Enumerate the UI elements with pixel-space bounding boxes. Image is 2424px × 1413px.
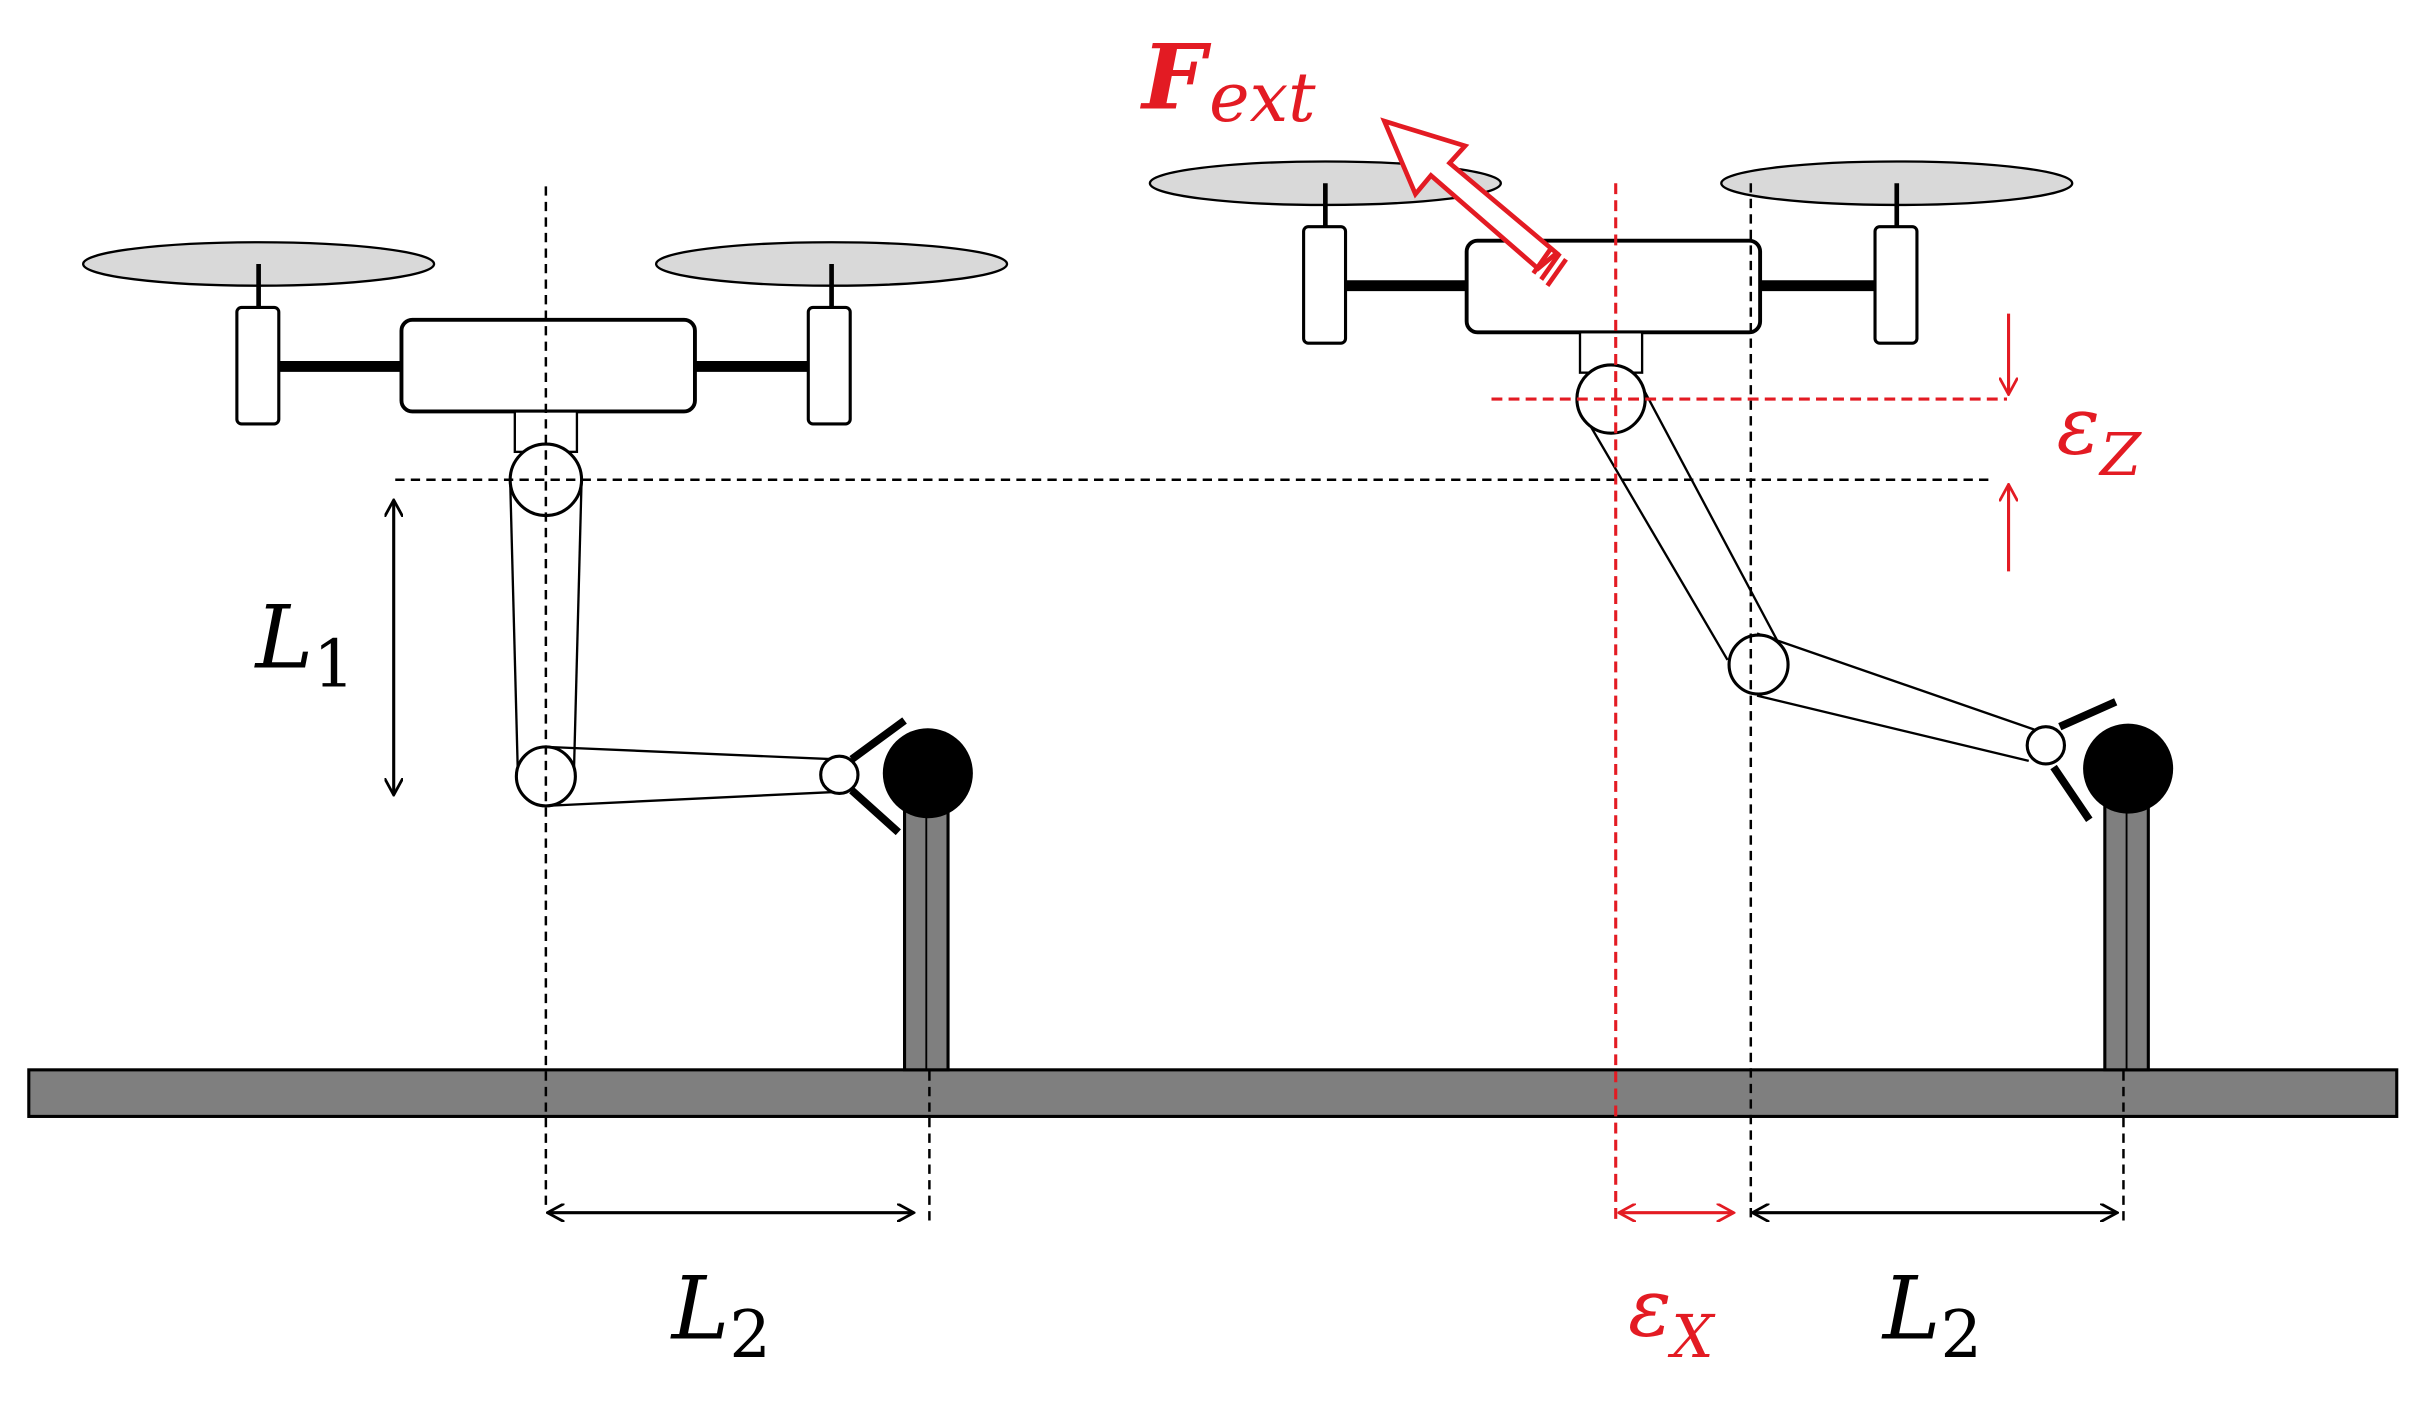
right-drone-body <box>1464 238 1763 335</box>
right-drone-motor-left <box>1302 225 1348 345</box>
eps-x-label: εX <box>1628 1261 1715 1371</box>
right-manipulator-arm <box>1575 363 2118 823</box>
eps-z-label: εZ <box>2057 379 2142 489</box>
ground-plate <box>27 1068 2399 1118</box>
left-drone-motor-left <box>235 305 281 426</box>
error-lines <box>1491 183 2008 1221</box>
right-drone <box>1148 160 2074 374</box>
force-label: Fext <box>1139 25 1316 138</box>
right-gripper <box>2050 698 2118 823</box>
external-force-arrow <box>1380 117 1568 288</box>
left-manipulator-arm <box>508 442 907 836</box>
left-drone-body <box>399 317 697 414</box>
right-drone-motor-right <box>1873 225 1919 345</box>
reference-lines <box>395 183 2125 1221</box>
left-drone-motor-right <box>806 305 852 426</box>
right-wrist-joint <box>2025 725 2067 766</box>
l2-left-label: L2 <box>670 1257 771 1373</box>
right-target-ball <box>2083 723 2174 814</box>
left-drone <box>81 241 1009 454</box>
left-wrist-joint <box>819 754 860 796</box>
l1-label: L1 <box>254 587 355 703</box>
left-gripper <box>849 717 907 836</box>
right-elbow-joint <box>1727 633 1790 696</box>
l2-right-label: L2 <box>1881 1257 1982 1373</box>
left-target-ball <box>882 728 973 819</box>
